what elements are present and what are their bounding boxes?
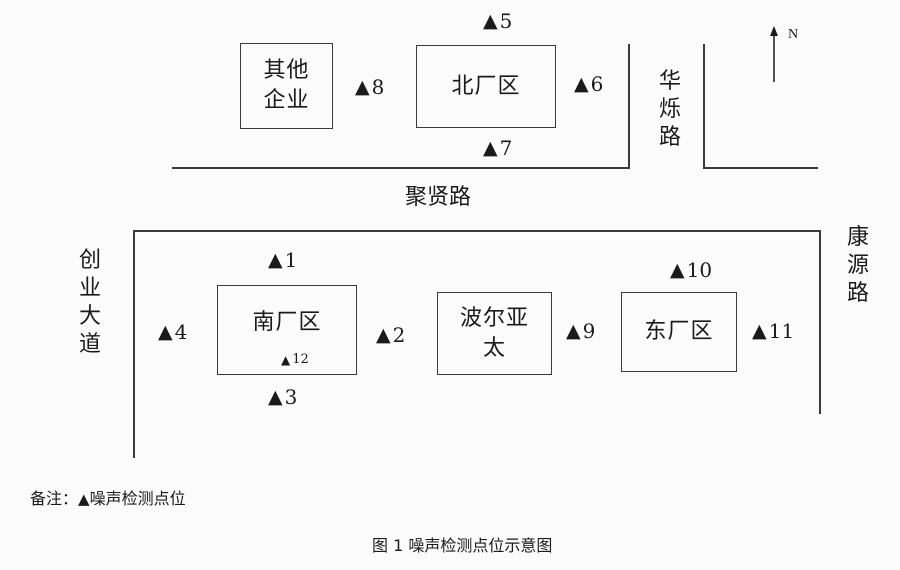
juxian-road-label: 聚贤路 <box>405 185 472 210</box>
triangle-marker-icon: ▲ <box>752 320 767 342</box>
point-number: 10 <box>686 258 713 282</box>
point-number: 6 <box>590 72 604 96</box>
triangle-marker-icon: ▲ <box>281 353 291 367</box>
monitoring-point-7: ▲7 <box>483 137 512 159</box>
huashuo-road-west-edge <box>628 44 630 169</box>
triangle-marker-icon: ▲ <box>483 10 498 32</box>
triangle-marker-icon: ▲ <box>566 320 581 342</box>
point-number: 2 <box>392 323 406 347</box>
legend-triangle-icon: ▲ <box>78 490 90 508</box>
legend: 备注：▲噪声检测点位 <box>30 488 186 510</box>
monitoring-point-11: ▲11 <box>752 320 794 342</box>
juxian-road-line <box>172 167 630 169</box>
chuangye-road-label: 创 业 大 道 <box>78 248 101 357</box>
north-arrow-icon: N <box>770 26 798 82</box>
triangle-marker-icon: ▲ <box>483 137 498 159</box>
triangle-marker-icon: ▲ <box>268 386 283 408</box>
monitoring-point-8: ▲8 <box>355 76 384 98</box>
point-number: 8 <box>371 75 385 99</box>
north-plant-building: 北厂区 <box>416 45 556 128</box>
north-east-road-edge <box>703 167 818 169</box>
point-number: 12 <box>292 352 309 367</box>
huashuo-road-east-edge <box>703 44 705 169</box>
other-enterprises-building: 其他 企业 <box>240 43 333 129</box>
monitoring-point-4: ▲4 <box>158 321 187 343</box>
kangyuan-road-label: 康 源 路 <box>846 225 869 306</box>
point-number: 4 <box>174 320 188 344</box>
chuangye-road-edge <box>133 230 135 458</box>
monitoring-point-3: ▲3 <box>268 386 297 408</box>
triangle-marker-icon: ▲ <box>158 321 173 343</box>
south-plant-building: 南厂区 <box>217 285 357 375</box>
point-number: 1 <box>284 248 298 272</box>
point-number: 5 <box>499 9 513 33</box>
kangyuan-road-edge <box>819 230 821 414</box>
monitoring-point-6: ▲6 <box>574 73 603 95</box>
monitoring-point-10: ▲10 <box>670 259 712 281</box>
monitoring-point-1: ▲1 <box>268 249 297 271</box>
point-number: 9 <box>582 319 596 343</box>
monitoring-point-12: ▲12 <box>281 349 309 371</box>
south-block-top-edge <box>133 230 821 232</box>
triangle-marker-icon: ▲ <box>268 249 283 271</box>
triangle-marker-icon: ▲ <box>670 259 685 281</box>
monitoring-point-2: ▲2 <box>376 324 405 346</box>
bolya-building: 波尔亚 太 <box>437 292 552 375</box>
legend-prefix: 备注： <box>30 489 79 508</box>
legend-text: 噪声检测点位 <box>89 489 186 508</box>
figure-caption: 图 1 噪声检测点位示意图 <box>372 536 553 555</box>
east-plant-building: 东厂区 <box>621 292 737 372</box>
point-number: 7 <box>499 136 513 160</box>
monitoring-point-5: ▲5 <box>483 10 512 32</box>
south-plant-label: 南厂区 <box>252 310 322 335</box>
north-label: N <box>788 27 798 42</box>
point-number: 11 <box>768 319 795 343</box>
triangle-marker-icon: ▲ <box>376 324 391 346</box>
triangle-marker-icon: ▲ <box>355 76 370 98</box>
point-number: 3 <box>284 385 298 409</box>
monitoring-point-9: ▲9 <box>566 320 595 342</box>
triangle-marker-icon: ▲ <box>574 73 589 95</box>
huashuo-road-label: 华 烁 路 <box>658 69 681 150</box>
